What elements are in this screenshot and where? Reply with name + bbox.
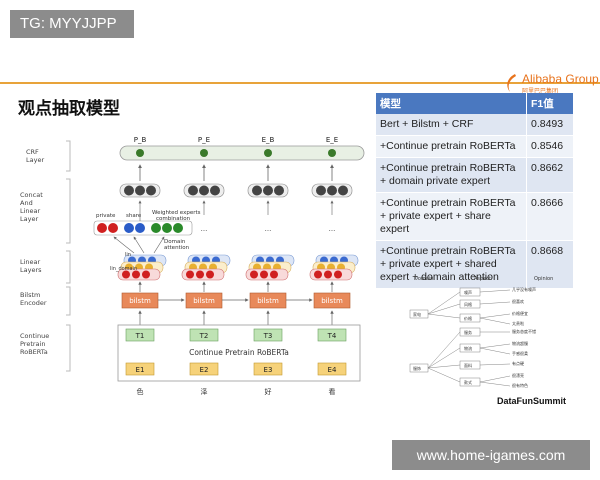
- tree-header: Aspect: [474, 276, 491, 282]
- t-tokens: [125, 328, 347, 342]
- crf-nodes: [136, 149, 336, 157]
- tree-opinion: 很喜欢: [512, 298, 524, 304]
- share-label: share: [126, 213, 142, 219]
- f1-cell: 0.8546: [526, 135, 573, 158]
- tree-opinion: 物流超慢: [512, 340, 528, 346]
- bilstm-label: bilstm: [257, 297, 279, 305]
- model-cell: Bert + Bilstm + CRF: [376, 114, 527, 136]
- e-token: E1: [136, 366, 145, 374]
- roberta-label: Continue Pretrain RoBERTa: [189, 348, 289, 357]
- e-token: E4: [328, 366, 337, 374]
- tree-opinion: 手感很柔: [512, 350, 528, 356]
- tree-opinion: 太贵啦: [512, 320, 524, 326]
- tree-aspect: 噪声: [464, 289, 472, 295]
- table-row: +Continue pretrain RoBERTa 0.8546: [376, 135, 573, 158]
- brand-suffix: Group: [565, 72, 599, 86]
- table-row: +Continue pretrain RoBERTa + private exp…: [376, 240, 573, 289]
- brand-cn-text: 阿里巴巴集团: [522, 88, 559, 95]
- model-cell: +Continue pretrain RoBERTa + domain priv…: [376, 157, 527, 193]
- orange-divider: [0, 82, 600, 84]
- f1-cell: 0.8666: [526, 192, 573, 241]
- brand-name: Alibaba: [522, 72, 563, 86]
- tree-aspect: 服务: [464, 329, 472, 335]
- e-token: E3: [264, 366, 273, 374]
- t-token: T3: [263, 332, 273, 340]
- header-model: 模型: [376, 93, 527, 114]
- tree-aspect: 物流: [464, 345, 472, 351]
- tree-aspect: 款式: [464, 379, 472, 385]
- results-table: 模型 F1值 Bert + Bilstm + CRF 0.8493 +Conti…: [376, 93, 573, 289]
- tree-aspect: 价格: [464, 315, 472, 321]
- f1-cell: 0.8662: [526, 157, 573, 193]
- table-row: +Continue pretrain RoBERTa + private exp…: [376, 192, 573, 241]
- t-token: T2: [199, 332, 209, 340]
- tree-opinion: 很漂亮: [512, 372, 524, 378]
- slide-title: 观点抽取模型: [18, 99, 120, 119]
- concat-nodes: [119, 183, 353, 198]
- tree-opinion: 有点硬: [512, 360, 524, 366]
- tree-header: Opinion: [534, 276, 553, 282]
- model-cell: +Continue pretrain RoBERTa + private exp…: [376, 240, 527, 289]
- tree-opinion: 价格便宜: [512, 310, 528, 316]
- private-label: private: [96, 213, 116, 219]
- ellipsis: ...: [265, 225, 272, 233]
- f1-cell: 0.8493: [526, 114, 573, 136]
- datafun-logo: DataFunSummit: [497, 396, 567, 406]
- model-cell: +Continue pretrain RoBERTa: [376, 135, 527, 158]
- bottom-watermark-badge: www.home-igames.com: [392, 440, 590, 470]
- bilstm-boxes: [121, 292, 351, 309]
- tree-domain: 服饰: [413, 365, 421, 371]
- tree-aspect: 风格: [464, 301, 472, 307]
- brand-logo-text: Alibaba Group: [522, 72, 599, 86]
- bilstm-label: bilstm: [129, 297, 151, 305]
- tree-aspect: 面料: [464, 362, 472, 368]
- bilstm-label: bilstm: [193, 297, 215, 305]
- input-char: 泽: [201, 388, 208, 396]
- input-char: 色: [137, 387, 144, 396]
- domain-aspect-opinion-tree: Domain Aspect Opinion 家电 服饰 噪声 风格 价格 服务 …: [409, 276, 553, 388]
- f1-cell: 0.8668: [526, 240, 573, 289]
- model-cell: +Continue pretrain RoBERTa + private exp…: [376, 192, 527, 241]
- input-char: 好: [265, 387, 272, 396]
- tree-opinion: 很有特色: [512, 382, 528, 388]
- lin-label: lin: [125, 252, 131, 258]
- tree-header: Domain: [414, 276, 433, 282]
- ellipsis: ...: [201, 225, 208, 233]
- header-f1: F1值: [526, 93, 573, 114]
- layer-brackets: [66, 140, 71, 372]
- table-row: Bert + Bilstm + CRF 0.8493: [376, 114, 573, 136]
- e-tokens: [125, 362, 347, 376]
- crf-tag: P_B: [134, 136, 147, 144]
- e-token: E2: [200, 366, 209, 374]
- lin-domain-label: lin_domain: [110, 266, 137, 272]
- crf-tag: E_E: [326, 136, 338, 144]
- top-watermark-badge: TG: MYYJJPP: [10, 10, 134, 38]
- t-token: T1: [135, 332, 145, 340]
- expert-combination: [93, 220, 193, 236]
- crf-bar: [119, 145, 365, 161]
- crf-tag: P_E: [198, 136, 210, 144]
- t-token: T4: [327, 332, 337, 340]
- linear-layer-stacks: [117, 254, 359, 281]
- tree-opinion: 服务态度不错: [512, 328, 536, 334]
- tree-opinion: 几乎没有噪声: [512, 286, 536, 292]
- ellipsis: ...: [329, 225, 336, 233]
- table-row: +Continue pretrain RoBERTa + domain priv…: [376, 157, 573, 193]
- input-char: 看: [329, 388, 336, 396]
- alibaba-logo-icon: [507, 74, 516, 92]
- bilstm-label: bilstm: [321, 297, 343, 305]
- tree-domain: 家电: [413, 311, 421, 317]
- crf-tag: E_B: [262, 136, 275, 144]
